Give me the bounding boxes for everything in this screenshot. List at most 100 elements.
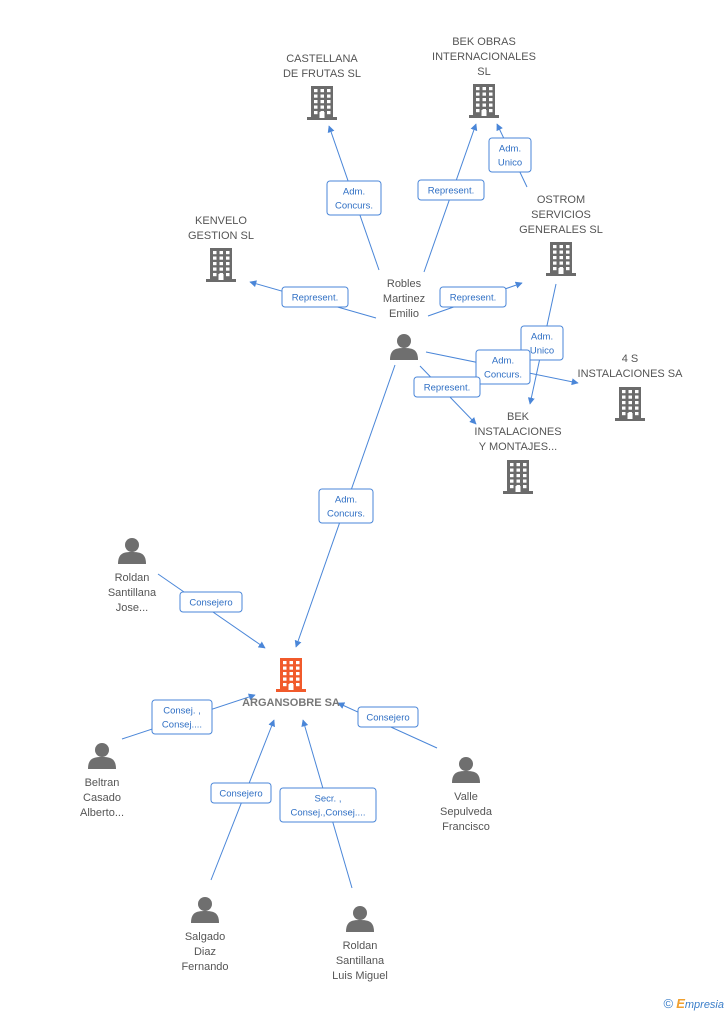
building-icon: [307, 86, 337, 120]
node-label: Roldan: [115, 572, 150, 584]
empresia-brand: © Empresia: [664, 996, 724, 1011]
edge-label-text: Represent.: [292, 293, 338, 304]
edge-label-text: Consejero: [366, 713, 409, 724]
edge-label-box[interactable]: [210, 782, 272, 804]
node-label: Jose...: [116, 602, 148, 614]
edge-label-box[interactable]: [279, 787, 377, 823]
building-icon: [546, 242, 576, 276]
edge-e6: Adm. Unico: [520, 283, 564, 405]
person-icon: [191, 897, 219, 923]
node-label: ARGANSOBRE SA: [242, 697, 340, 709]
edge-e10: Consejero: [157, 573, 266, 649]
edge-e3: Adm. Unico: [488, 123, 532, 188]
node-label: Santillana: [108, 587, 157, 599]
building-icon: [276, 658, 306, 692]
edge-e4: Represent.: [249, 280, 377, 319]
node-label: Diaz: [194, 946, 216, 958]
node-label: GENERALES SL: [519, 224, 603, 236]
edge-e11: Consej. , Consej....: [121, 693, 256, 740]
edge-label-text: Concurs.: [484, 370, 522, 381]
edge-label-box[interactable]: [179, 591, 243, 613]
edge-label-text: Represent.: [424, 383, 470, 394]
edge-label-box[interactable]: [439, 286, 507, 308]
edge-label-text: Consej. ,: [163, 706, 201, 717]
node-label: Martinez: [383, 293, 425, 305]
edge-label-box[interactable]: [475, 349, 531, 385]
edge-label-text: Concurs.: [327, 509, 365, 520]
person-icon: [452, 757, 480, 783]
edge-e14: Secr. , Consej.,Consej....: [279, 719, 377, 889]
edge-label-text: Concurs.: [335, 201, 373, 212]
node-bekinst[interactable]: BEK INSTALACIONES Y MONTAJES...: [474, 411, 562, 494]
person-icon: [390, 334, 418, 360]
edge-e8: Represent.: [413, 365, 481, 425]
node-label: KENVELO: [195, 215, 247, 227]
edge-label-text: Unico: [498, 158, 522, 169]
node-label: INSTALACIONES SA: [578, 368, 684, 380]
edge-e7: Adm. Concurs.: [425, 349, 579, 386]
edge-label-box[interactable]: [488, 137, 532, 173]
node-label: Francisco: [442, 821, 490, 833]
edge-label-box[interactable]: [318, 488, 374, 524]
edge-label-text: Consej.,Consej....: [291, 808, 366, 819]
node-label: CASTELLANA: [286, 53, 358, 65]
edge-label-text: Adm.: [492, 356, 514, 367]
edge-label-text: Adm.: [335, 495, 357, 506]
building-icon: [503, 460, 533, 494]
edge-label-box[interactable]: [326, 180, 382, 216]
node-center[interactable]: ARGANSOBRE SA: [242, 658, 340, 709]
edge-e13: Consejero: [210, 719, 275, 881]
building-icon: [469, 84, 499, 118]
node-label: DE FRUTAS SL: [283, 68, 361, 80]
node-ostrom[interactable]: OSTROM SERVICIOS GENERALES SL: [519, 194, 603, 276]
edge-label-box[interactable]: [417, 179, 485, 201]
node-label: Emilio: [389, 308, 419, 320]
edges-layer: Adm.Concurs.Represent.Adm.UnicoRepresent…: [121, 123, 579, 889]
node-label: Beltran: [85, 777, 120, 789]
person-icon: [346, 906, 374, 932]
node-label: Fernando: [181, 961, 228, 973]
brand-e: E: [676, 996, 685, 1011]
node-label: BEK: [507, 411, 530, 423]
node-label: OSTROM: [537, 194, 585, 206]
edge-label-text: Consejero: [189, 598, 232, 609]
edge-e2: Represent.: [417, 123, 485, 273]
edge-e12: Consejero: [337, 702, 438, 749]
node-roldanj[interactable]: RoldanSantillanaJose...: [108, 538, 157, 614]
edge-label-text: Adm.: [531, 332, 553, 343]
edge-e1: Adm.Concurs.: [326, 125, 382, 271]
edge-e9: Adm. Concurs.: [294, 364, 396, 648]
edge-label-text: Adm.: [499, 144, 521, 155]
node-label: Valle: [454, 791, 478, 803]
node-beltran[interactable]: BeltranCasadoAlberto...: [80, 743, 124, 819]
node-label: Salgado: [185, 931, 225, 943]
node-label: INSTALACIONES: [474, 426, 561, 438]
edge-label-text: Represent.: [450, 293, 496, 304]
node-castellana[interactable]: CASTELLANA DE FRUTAS SL: [283, 53, 361, 120]
copyright-icon: ©: [663, 996, 674, 1011]
edge-label-text: Secr. ,: [315, 794, 342, 805]
edge-label-text: Consejero: [219, 789, 262, 800]
building-icon: [615, 387, 645, 421]
edge-label-text: Unico: [530, 346, 554, 357]
edge-label-text: Represent.: [428, 186, 474, 197]
node-label: Alberto...: [80, 807, 124, 819]
edge-label-box[interactable]: [357, 706, 419, 728]
node-label: Robles: [387, 278, 422, 290]
edge-label-box[interactable]: [151, 699, 213, 735]
brand-rest: mpresia: [684, 999, 724, 1011]
edge-label-box[interactable]: [413, 376, 481, 398]
edge-label-text: Consej....: [162, 720, 202, 731]
node-label: Y MONTAJES...: [479, 441, 557, 453]
node-label: SERVICIOS: [531, 209, 591, 221]
node-label: SL: [477, 66, 490, 78]
edge-label-box[interactable]: [281, 286, 349, 308]
edge-label-box[interactable]: [520, 325, 564, 361]
